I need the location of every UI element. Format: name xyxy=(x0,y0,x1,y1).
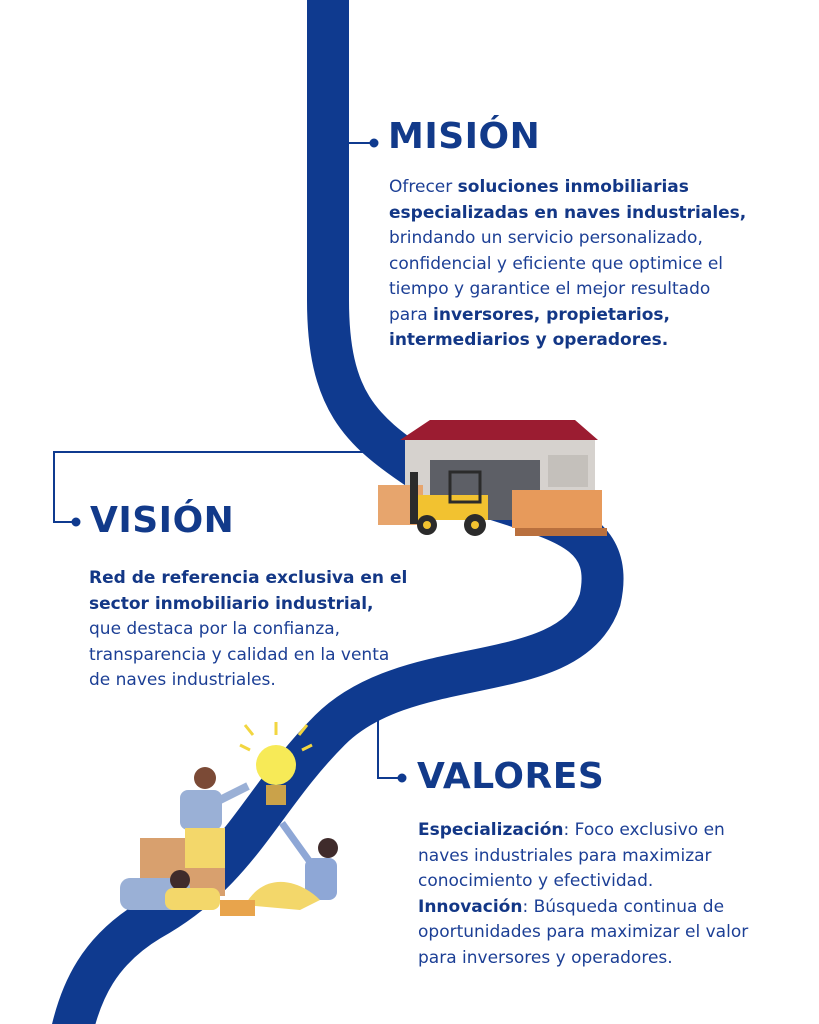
winding-road xyxy=(52,0,624,1024)
warehouse-forklift-illustration xyxy=(378,420,607,536)
valores-item-1-text: : Foco exclusivo en naves industriales p… xyxy=(418,820,725,891)
mision-bold-2: inversores, propietarios, intermediarios… xyxy=(389,304,670,351)
mision-text-1: Ofrecer xyxy=(389,177,458,197)
valores-title: VALORES xyxy=(417,756,605,797)
valores-text: Especialización: Foco exclusivo en naves… xyxy=(418,818,778,971)
mision-text: Ofrecer soluciones inmobiliarias especia… xyxy=(389,175,749,354)
vision-title: VISIÓN xyxy=(90,500,235,541)
valores-item-2-label: Innovación xyxy=(418,896,523,917)
valores-connector xyxy=(377,710,407,783)
team-idea-illustration xyxy=(120,722,338,916)
valores-item-2-text: : Búsqueda continua de oportunidades par… xyxy=(418,896,749,968)
mision-connector xyxy=(348,138,379,148)
valores-item-1-label: Especialización xyxy=(418,820,564,840)
vision-text: Red de referencia exclusiva en el sector… xyxy=(89,566,409,694)
lightbulb-icon xyxy=(239,722,313,805)
mision-text-2: brindando un servicio personalizado, con… xyxy=(389,228,724,325)
vision-bold-1: Red de referencia exclusiva en el sector… xyxy=(89,568,408,614)
vision-connector xyxy=(53,451,372,527)
vision-text-1: que destaca por la confianza, transparen… xyxy=(89,619,390,690)
mision-title: MISIÓN xyxy=(388,116,541,157)
mision-bold-1: soluciones inmobiliarias especializadas … xyxy=(389,177,747,223)
